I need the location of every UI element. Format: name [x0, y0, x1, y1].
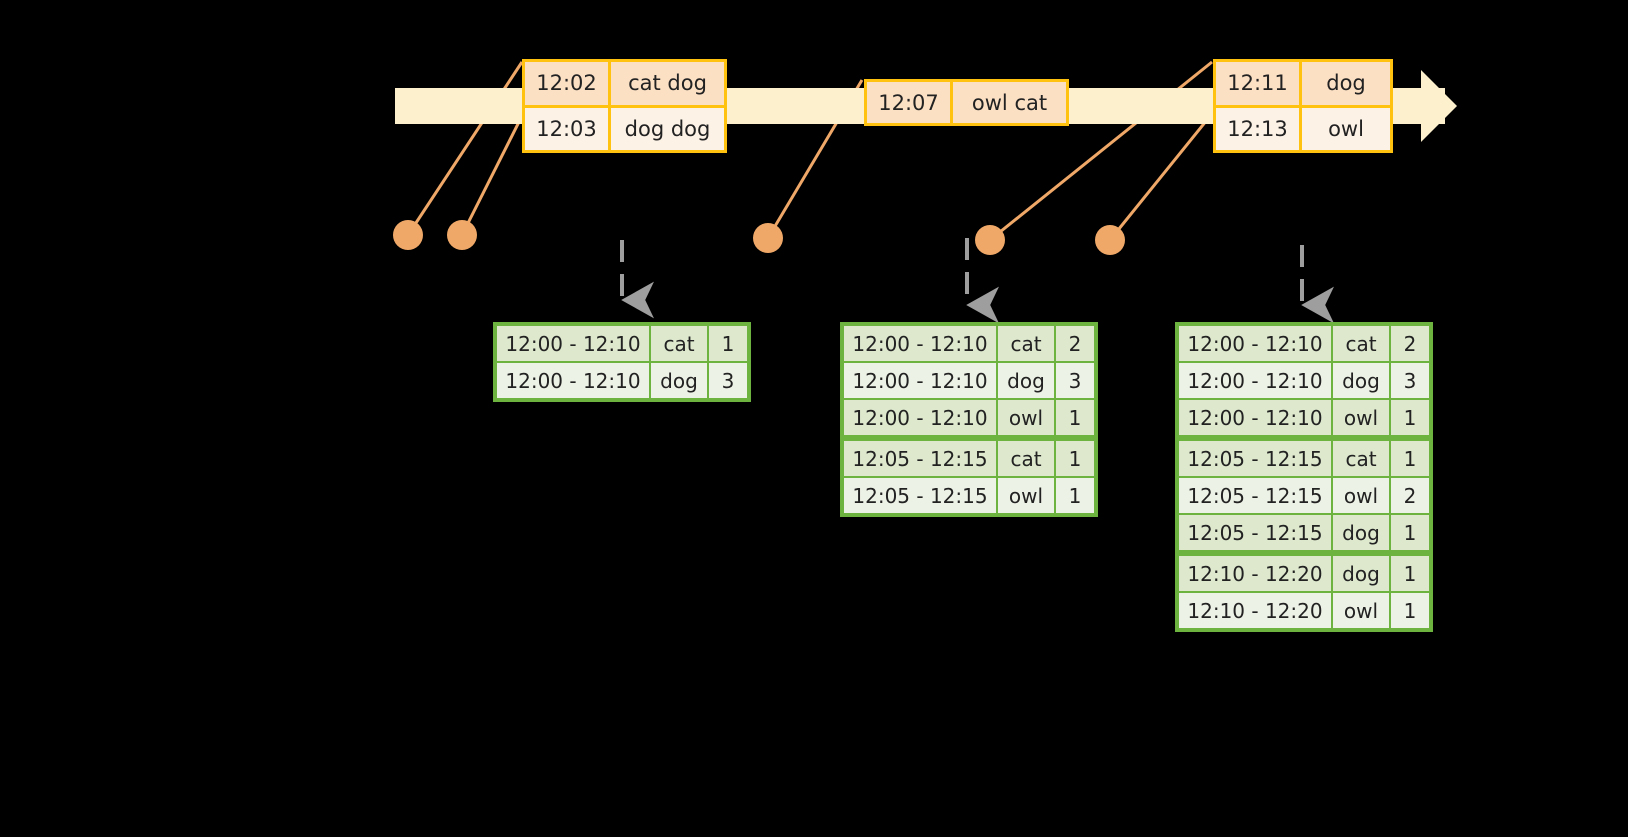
cell-key: dog	[998, 363, 1054, 398]
cell-window: 12:00 - 12:10	[1179, 326, 1331, 361]
connector-line-2	[460, 109, 527, 236]
cell-window: 12:00 - 12:10	[497, 363, 649, 398]
event-box-1[interactable]: 12:02 cat dog 12:03 dog dog	[522, 59, 727, 153]
cell-count: 1	[709, 326, 747, 361]
cell-key: cat	[998, 441, 1054, 476]
cell-key: cat	[1333, 326, 1389, 361]
cell-count: 3	[1056, 363, 1094, 398]
cell-window: 12:05 - 12:15	[844, 441, 996, 476]
cell-key: owl	[1333, 400, 1389, 435]
connector-dot-3	[753, 223, 783, 253]
event-words: owl cat	[953, 82, 1066, 123]
cell-key: owl	[998, 478, 1054, 513]
event-time: 12:13	[1216, 107, 1302, 150]
event-row[interactable]: 12:07 owl cat	[867, 82, 1066, 123]
cell-count: 1	[1056, 478, 1094, 513]
cell-window: 12:00 - 12:10	[497, 326, 649, 361]
cell-count: 2	[1391, 478, 1429, 513]
cell-window: 12:05 - 12:15	[1179, 441, 1331, 476]
cell-window: 12:00 - 12:10	[1179, 363, 1331, 398]
event-row[interactable]: 12:02 cat dog	[525, 62, 724, 105]
cell-window: 12:10 - 12:20	[1179, 556, 1331, 591]
cell-window: 12:00 - 12:10	[1179, 400, 1331, 435]
event-words: dog dog	[611, 107, 724, 150]
cell-window: 12:05 - 12:15	[1179, 478, 1331, 513]
event-time: 12:07	[867, 82, 953, 123]
connector-dot-2	[447, 220, 477, 250]
connector-line-5	[1108, 109, 1217, 241]
cell-count: 1	[1391, 441, 1429, 476]
connector-dot-1	[393, 220, 423, 250]
cell-count: 2	[1391, 326, 1429, 361]
event-box-2[interactable]: 12:07 owl cat	[864, 79, 1069, 126]
event-box-3[interactable]: 12:11 dog 12:13 owl	[1213, 59, 1393, 153]
cell-key: cat	[1333, 441, 1389, 476]
cell-count: 1	[1391, 400, 1429, 435]
cell-window: 12:00 - 12:10	[844, 400, 996, 435]
cell-key: dog	[651, 363, 707, 398]
cell-key: owl	[1333, 478, 1389, 513]
cell-window: 12:05 - 12:15	[844, 478, 996, 513]
event-row[interactable]: 12:11 dog	[1216, 62, 1390, 105]
cell-key: dog	[1333, 556, 1389, 591]
dashed-arrow-group	[620, 238, 1334, 324]
cell-count: 1	[1391, 556, 1429, 591]
event-words: cat dog	[611, 62, 724, 105]
event-row[interactable]: 12:13 owl	[1216, 104, 1390, 150]
cell-window: 12:10 - 12:20	[1179, 593, 1331, 628]
cell-window: 12:05 - 12:15	[1179, 515, 1331, 550]
cell-window: 12:00 - 12:10	[844, 326, 996, 361]
connector-dot-group	[393, 220, 1125, 255]
cell-key: owl	[998, 400, 1054, 435]
cell-count: 3	[1391, 363, 1429, 398]
cell-count: 3	[709, 363, 747, 398]
cell-count: 1	[1056, 441, 1094, 476]
connector-dot-5	[1095, 225, 1125, 255]
event-row[interactable]: 12:03 dog dog	[525, 104, 724, 150]
cell-count: 1	[1056, 400, 1094, 435]
event-time: 12:02	[525, 62, 611, 105]
cell-key: cat	[651, 326, 707, 361]
cell-count: 1	[1391, 593, 1429, 628]
event-words: dog	[1302, 62, 1390, 105]
cell-window: 12:00 - 12:10	[844, 363, 996, 398]
event-time: 12:03	[525, 107, 611, 150]
cell-count: 2	[1056, 326, 1094, 361]
cell-key: dog	[1333, 515, 1389, 550]
cell-key: cat	[998, 326, 1054, 361]
cell-count: 1	[1391, 515, 1429, 550]
cell-key: owl	[1333, 593, 1389, 628]
event-words: owl	[1302, 107, 1390, 150]
timeline-arrowhead	[1421, 70, 1457, 142]
cell-key: dog	[1333, 363, 1389, 398]
connector-dot-4	[975, 225, 1005, 255]
event-time: 12:11	[1216, 62, 1302, 105]
